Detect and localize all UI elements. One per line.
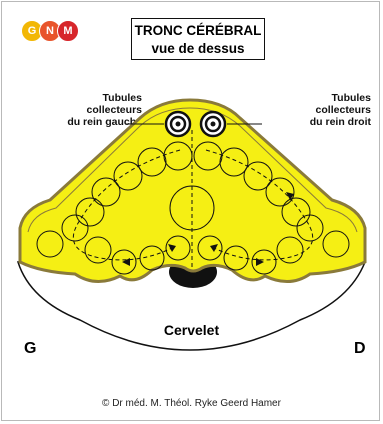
side-right-label: D xyxy=(354,340,366,358)
kidney-target-left xyxy=(166,112,190,136)
kidney-target-right xyxy=(201,112,225,136)
brainstem-shape xyxy=(20,100,365,282)
copyright: © Dr méd. M. Théol. Ryke Geerd Hamer xyxy=(0,398,383,409)
cerebellum-label: Cervelet xyxy=(0,322,383,338)
side-left-label: G xyxy=(24,340,36,358)
